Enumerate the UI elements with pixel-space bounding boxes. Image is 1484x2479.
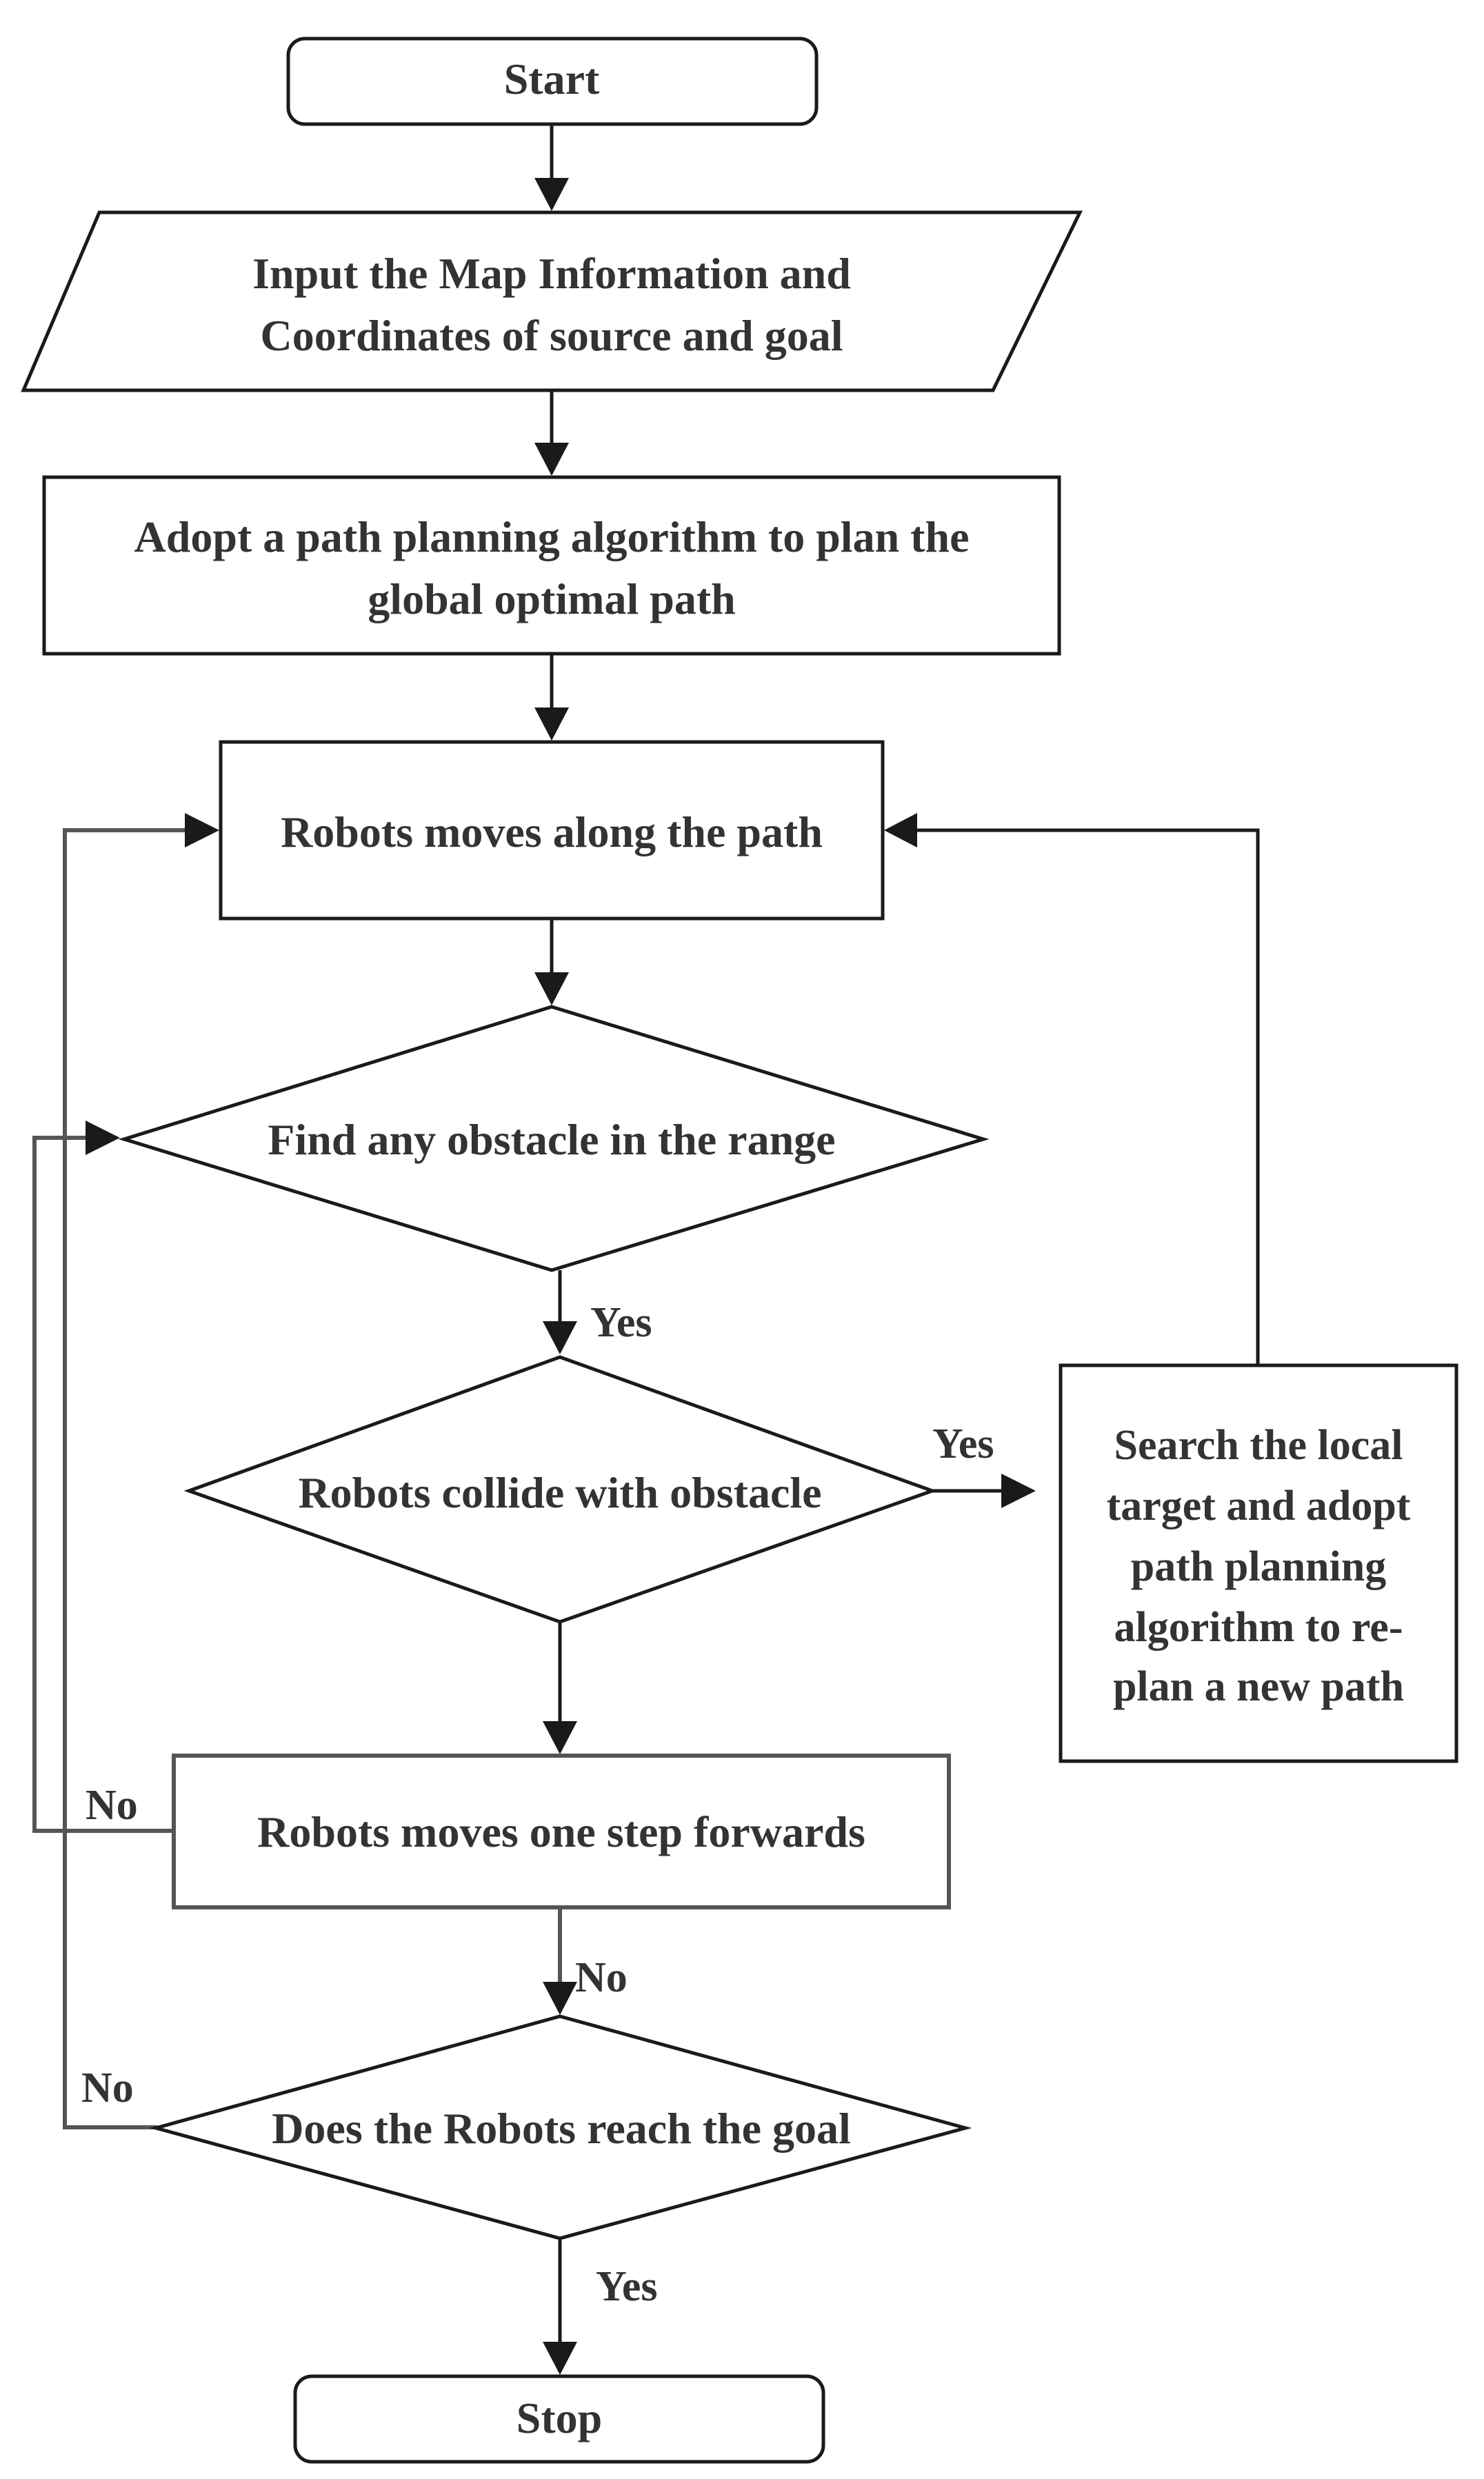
edge-label-find-yes: Yes xyxy=(590,1299,652,1346)
start-terminal: Start xyxy=(286,37,819,126)
plan-global-label-line2: global optimal path xyxy=(368,574,735,623)
arrow-plan-to-move xyxy=(534,654,569,741)
arrow-collide-to-step xyxy=(543,1622,577,1754)
reach-goal-label: Does the Robots reach the goal xyxy=(272,2104,851,2153)
stop-label: Stop xyxy=(517,2393,603,2442)
replan-process: Search the local target and adopt path p… xyxy=(1059,1363,1458,1763)
find-obstacle-decision: Find any obstacle in the range xyxy=(118,1005,990,1272)
plan-global-process: Adopt a path planning algorithm to plan … xyxy=(42,475,1061,656)
arrow-goal-to-move xyxy=(63,813,219,2129)
arrow-input-to-plan xyxy=(534,390,569,476)
move-step-label: Robots moves one step forwards xyxy=(257,1807,865,1856)
arrow-replan-to-move xyxy=(884,813,1260,1364)
arrow-find-to-collide xyxy=(543,1270,577,1354)
start-label: Start xyxy=(504,54,600,103)
arrow-step-to-goal xyxy=(543,1907,577,2015)
input-label-line1: Input the Map Information and xyxy=(252,249,851,298)
replan-label-line3: path planning xyxy=(1131,1543,1387,1590)
replan-label-line1: Search the local xyxy=(1114,1422,1403,1469)
arrow-start-to-input xyxy=(534,124,569,211)
move-path-label: Robots moves along the path xyxy=(281,807,823,856)
edge-label-step-no-left: No xyxy=(86,1782,138,1829)
replan-label-line5: plan a new path xyxy=(1113,1663,1404,1710)
arrow-collide-to-replan xyxy=(932,1474,1036,1508)
stop-terminal: Stop xyxy=(293,2374,825,2464)
collide-decision: Robots collide with obstacle xyxy=(183,1355,938,1624)
arrow-goal-to-stop xyxy=(543,2238,577,2375)
input-label-line2: Coordinates of source and goal xyxy=(260,311,843,360)
reach-goal-decision: Does the Robots reach the goal xyxy=(149,2014,972,2240)
edge-label-goal-yes: Yes xyxy=(596,2263,658,2310)
move-path-process: Robots moves along the path xyxy=(219,740,885,921)
plan-global-label-line1: Adopt a path planning algorithm to plan … xyxy=(134,512,970,561)
edge-label-step-no-down: No xyxy=(575,1954,628,2001)
replan-label-line4: algorithm to re- xyxy=(1114,1604,1403,1651)
edge-label-collide-yes: Yes xyxy=(932,1421,994,1467)
move-step-process: Robots moves one step forwards xyxy=(172,1754,951,1909)
replan-label-line2: target and adopt xyxy=(1107,1483,1411,1529)
collide-label: Robots collide with obstacle xyxy=(298,1468,821,1517)
input-parallelogram: Input the Map Information and Coordinate… xyxy=(21,210,1083,392)
arrow-step-to-find xyxy=(32,1121,174,1833)
edge-label-goal-no: No xyxy=(81,2065,134,2111)
arrow-move-to-find xyxy=(534,919,569,1005)
find-obstacle-label: Find any obstacle in the range xyxy=(268,1115,835,1164)
